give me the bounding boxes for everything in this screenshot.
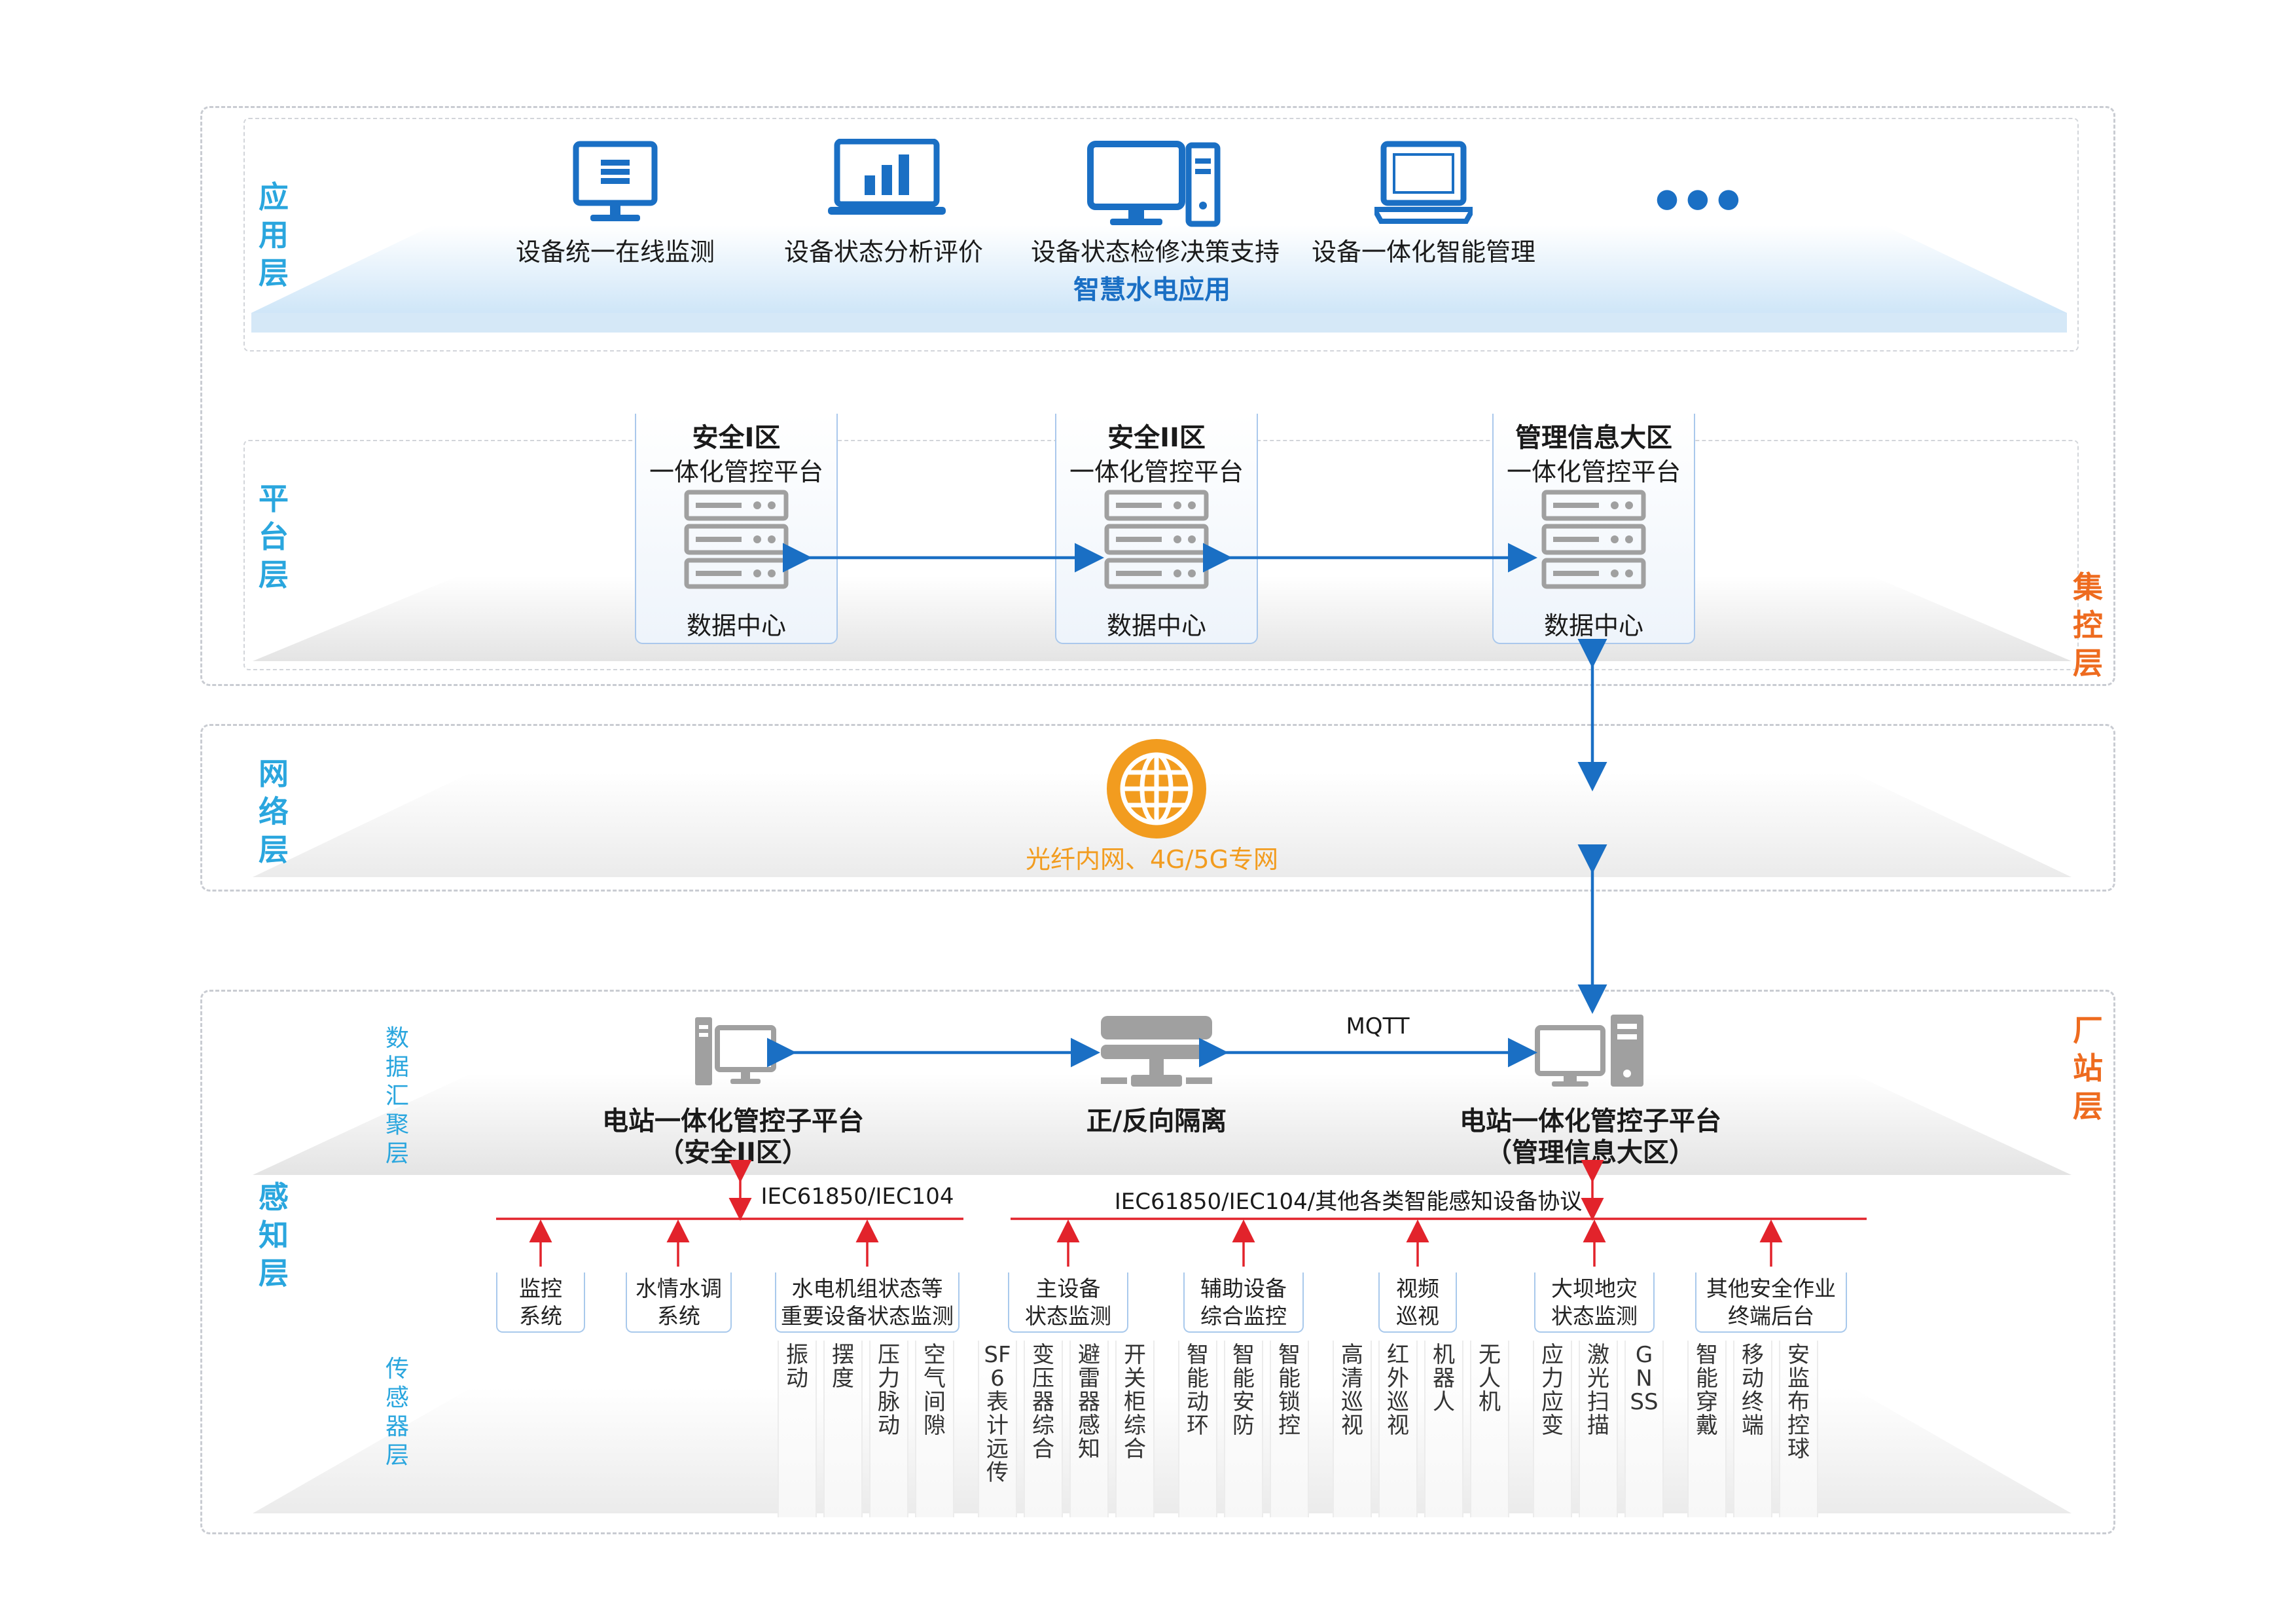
sensor-label: SF6表计远传 [984,1342,1011,1486]
network-layer-frame [200,724,2115,892]
sensor-label: 高清巡视 [1341,1342,1363,1439]
data-center-3-subtitle: 一体化管控平台 [1506,458,1681,486]
sensor-column [1579,1341,1618,1517]
data-aggregation-layer-label: 数据汇聚层 [385,1025,409,1167]
sensor-column [1470,1341,1509,1517]
desktop-computer-icon [1087,141,1221,227]
data-center-1-label: 数据中心 [686,611,786,640]
network-label: 光纤内网、4G/5G专网 [1025,845,1279,874]
sensor-column [1687,1341,1727,1517]
sensor-label: 智能安防 [1232,1342,1255,1439]
sensor-column [1424,1341,1463,1517]
sensor-label: 压力脉动 [878,1342,900,1439]
more-dots: ●●● [1655,183,1748,213]
sensor-label: 智能动环 [1187,1342,1209,1439]
sensor-label: 应力应变 [1541,1342,1564,1439]
plant-station-layer-label: 厂站层 [2073,1013,2103,1124]
globe-icon [1107,739,1206,839]
left-subplatform-title: 电站一体化管控子平台 [602,1106,864,1136]
data-center-1 [635,414,838,644]
protocol-left-label: IEC61850/IEC104 [761,1183,954,1210]
sensor-label: 激光扫描 [1587,1342,1609,1439]
application-layer-label: 应用层 [259,179,289,291]
app-item-4-label: 设备一体化智能管理 [1311,238,1535,266]
sensor-column [1178,1341,1217,1517]
sensor-label: 振动 [786,1342,808,1392]
sensor-column [778,1341,817,1517]
smart-hydropower-banner: 智慧水电应用 [1073,275,1230,305]
data-center-2-subtitle: 一体化管控平台 [1069,458,1244,486]
sensor-label: 红外巡视 [1387,1342,1409,1439]
data-center-2-label: 数据中心 [1106,611,1206,640]
sensor-layer-label: 传感器层 [385,1356,409,1469]
bar-chart-laptop-icon [828,139,946,215]
sensor-label: 移动终端 [1742,1342,1764,1439]
isolation-device-icon [1101,1016,1212,1087]
sensor-column [1378,1341,1418,1517]
sensor-label: GNSS [1630,1342,1659,1415]
sensor-column [1224,1341,1263,1517]
sensor-column [1069,1341,1109,1517]
sensor-label: 安监布控球 [1787,1342,1810,1462]
sensor-column [1115,1341,1155,1517]
protocol-right-label: IEC61850/IEC104/其他各类智能感知设备协议 [1114,1189,1583,1215]
desktop-tower-icon [1535,1015,1643,1087]
monitor-server-icon [573,141,658,221]
sensor-column [1270,1341,1309,1517]
sensor-label: 无人机 [1479,1342,1501,1415]
plant-station-frame [200,990,2115,1534]
data-center-1-title: 安全I区 [692,423,781,453]
sensor-column [1024,1341,1063,1517]
source-box: 主设备状态监测 [1008,1272,1128,1333]
central-control-frame [200,106,2115,686]
sensor-label: 智能穿戴 [1696,1342,1718,1439]
sensor-label: 空气间隙 [924,1342,946,1439]
isolation-label: 正/反向隔离 [1086,1106,1227,1136]
mqtt-label: MQTT [1346,1013,1410,1039]
sensor-column [915,1341,954,1517]
central-control-layer-label: 集控层 [2073,569,2103,681]
server-rack-icon [1104,490,1209,589]
right-subplatform-title: 电站一体化管控子平台 [1460,1106,1721,1136]
sensor-column [1533,1341,1572,1517]
sensor-column [1624,1341,1664,1517]
data-center-3 [1492,414,1695,644]
app-item-2-label: 设备状态分析评价 [783,238,983,266]
app-item-3-label: 设备状态检修决策支持 [1030,238,1280,266]
data-center-1-subtitle: 一体化管控平台 [649,458,823,486]
platform-layer-label: 平台层 [259,481,289,592]
source-box: 其他安全作业终端后台 [1695,1272,1847,1333]
network-layer-label: 网络层 [259,756,289,867]
source-box: 水情水调系统 [626,1272,732,1333]
sensor-label: 避雷器感知 [1078,1342,1100,1462]
application-layer-frame [243,118,2079,352]
data-center-2 [1055,414,1258,644]
app-item-1-label: 设备统一在线监测 [515,238,715,266]
data-center-3-label: 数据中心 [1543,611,1643,640]
sensor-column [823,1341,863,1517]
sensor-column [978,1341,1017,1517]
source-box: 大坝地灾状态监测 [1534,1272,1655,1333]
server-rack-icon [1541,490,1646,589]
data-center-3-title: 管理信息大区 [1515,423,1672,453]
sensor-label: 开关柜综合 [1124,1342,1146,1462]
sensor-column [869,1341,908,1517]
sensor-column [1779,1341,1818,1517]
sensor-column [1333,1341,1372,1517]
source-box: 监控系统 [496,1272,585,1333]
data-center-2-title: 安全II区 [1107,423,1206,453]
laptop-icon [1374,141,1473,224]
sensor-label: 智能锁控 [1278,1342,1300,1439]
server-rack-icon [684,490,789,589]
sensor-label: 机器人 [1433,1342,1455,1415]
sensor-label: 变压器综合 [1032,1342,1054,1462]
perception-layer-label: 感知层 [259,1180,289,1291]
sensor-label: 摆度 [832,1342,854,1392]
sensor-column [1733,1341,1772,1517]
source-box: 水电机组状态等重要设备状态监测 [775,1272,960,1333]
source-box: 视频巡视 [1378,1272,1457,1333]
source-box: 辅助设备综合监控 [1183,1272,1304,1333]
